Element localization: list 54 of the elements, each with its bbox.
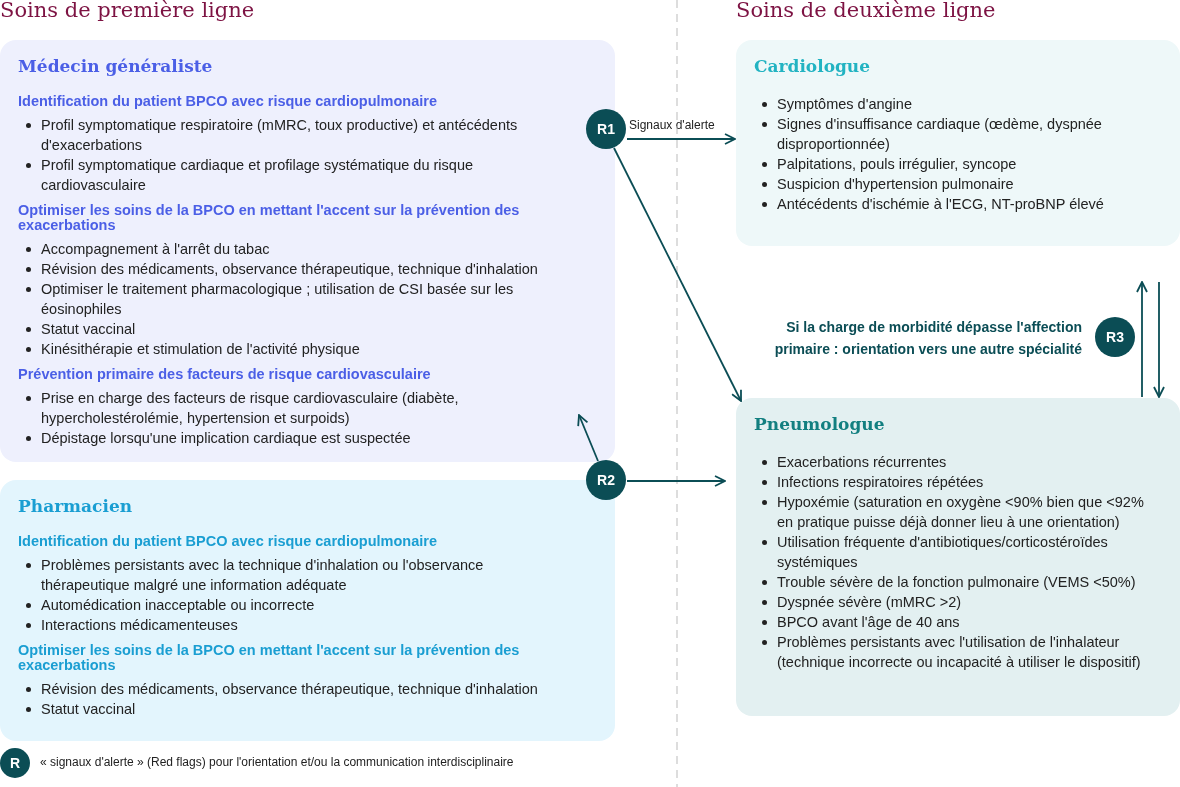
reference-marker: R2 [586, 460, 626, 500]
card-title: Pneumologue [754, 414, 885, 434]
section-heading: Optimiser les soins de la BPCO en mettant l'accent sur la prévention des exacerbations [18, 203, 521, 233]
bullet-item: Profil symptomatique respiratoire (mMRC, toux productive) et antécédents d'exacerbations [41, 116, 519, 155]
section-heading: Identification du patient BPCO avec risque cardiopulmonaire [18, 534, 438, 549]
bullet-item: Révision des médicaments, observance thérapeutique, technique d'inhalation [41, 680, 538, 699]
bullet-item: Suspicion d'hypertension pulmonaire [777, 175, 1014, 194]
bullet-item: Hypoxémie (saturation en oxygène <90% bien que <92% en pratique puisse déjà donner lieu à une orientation) [777, 493, 1145, 532]
bullet-item: Problèmes persistants avec la technique d'inhalation ou l'observance thérapeutique malgré une information adéquate [41, 556, 485, 595]
section-heading: Prévention primaire des facteurs de risque cardiovasculaire [18, 367, 432, 382]
panel-card [0, 40, 615, 462]
bullet-item: Optimiser le traitement pharmacologique ; utilisation de CSI basée sur les éosinophiles [41, 280, 515, 319]
reference-marker: R3 [1095, 317, 1135, 357]
bullet-item: Signes d'insuffisance cardiaque (œdème, dyspnée disproportionnée) [777, 115, 1103, 154]
arrow [1136, 281, 1148, 398]
bullet-item: Antécédents d'ischémie à l'ECG, NT-proBNP élevé [777, 195, 1104, 214]
bullet-item: Problèmes persistants avec l'utilisation de l'inhalateur (technique incorrecte ou incapacité à utiliser le dispositif) [777, 633, 1142, 672]
arrow [613, 147, 742, 402]
reference-marker: R1 [586, 109, 626, 149]
section-heading: Optimiser les soins de la BPCO en mettant l'accent sur la prévention des exacerbations [18, 643, 521, 673]
arrow [577, 414, 599, 462]
bullet-item: Automédication inacceptable ou incorrecte [41, 596, 315, 615]
arrow [626, 133, 736, 145]
arrow [1153, 281, 1165, 398]
panel-card [736, 40, 1180, 246]
bullet-item: BPCO avant l'âge de 40 ans [777, 613, 960, 632]
legend-text: « signaux d'alerte » (Red flags) pour l'orientation et/ou la communication interdisciplinaire [40, 755, 514, 769]
panel-card [736, 398, 1180, 716]
bullet-item: Kinésithérapie et stimulation de l'activité physique [41, 340, 360, 359]
section-title: Soins de deuxième ligne [736, 0, 996, 22]
bullet-item: Trouble sévère de la fonction pulmonaire (VEMS <50%) [777, 573, 1136, 592]
bullet-item: Exacerbations récurrentes [777, 453, 947, 472]
bullet-item: Révision des médicaments, observance thérapeutique, technique d'inhalation [41, 260, 538, 279]
bullet-item: Symptômes d'angine [777, 95, 912, 114]
bullet-item: Dyspnée sévère (mMRC >2) [777, 593, 962, 612]
bullet-item: Prise en charge des facteurs de risque cardiovasculaire (diabète, hypercholestérolémie, hypertension et surpoids) [41, 389, 460, 428]
bullet-item: Accompagnement à l'arrêt du tabac [41, 240, 270, 259]
bullet-item: Statut vaccinal [41, 700, 136, 719]
card-title: Pharmacien [18, 496, 133, 516]
legend-marker: R [0, 748, 30, 778]
bullet-item: Dépistage lorsqu'une implication cardiaque est suspectée [41, 429, 411, 448]
bullet-item: Profil symptomatique cardiaque et profilage systématique du risque cardiovasculaire [41, 156, 474, 195]
bullet-item: Utilisation fréquente d'antibiotiques/corticostéroïdes systémiques [777, 533, 1109, 572]
arrow [626, 475, 726, 487]
card-title: Cardiologue [754, 56, 871, 76]
bullet-item: Infections respiratoires répétées [777, 473, 984, 492]
bullet-item: Interactions médicamenteuses [41, 616, 238, 635]
bullet-item: Statut vaccinal [41, 320, 136, 339]
bullet-item: Palpitations, pouls irrégulier, syncope [777, 155, 1017, 174]
card-title: Médecin généraliste [18, 56, 213, 76]
section-heading: Identification du patient BPCO avec risque cardiopulmonaire [18, 94, 438, 109]
edge-label: Signaux d'alerte [629, 118, 715, 132]
note-text: Si la charge de morbidité dépasse l'affection primaire : orientation vers une autre spécialité [773, 318, 1082, 359]
section-title: Soins de première ligne [0, 0, 255, 22]
